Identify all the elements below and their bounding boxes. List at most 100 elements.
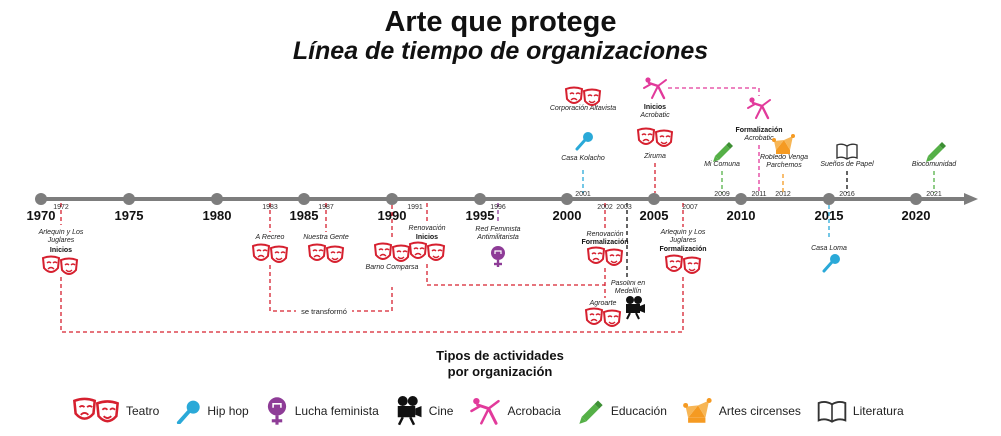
legend-label: Hip hop bbox=[207, 404, 249, 418]
event-year: 1987 bbox=[318, 204, 334, 211]
event-2003-pasolini: 2003 Pasolini en Medellín bbox=[610, 203, 646, 320]
legend-item-lucha-feminista: Lucha feminista bbox=[265, 396, 379, 426]
event-1996-red-feminista: 1996 Red Feminista Antimilitarista bbox=[475, 203, 521, 269]
legend-label: Teatro bbox=[126, 404, 160, 418]
event-2021-biocomunidad: Biocomunidad 2021 bbox=[912, 142, 957, 198]
legend-label: Artes circenses bbox=[718, 404, 801, 418]
event-1972-arlequin: 1972 Arlequín y Los Juglares Inicios bbox=[38, 203, 84, 275]
crayon-icon bbox=[926, 142, 946, 162]
event-name: Biocomunidad bbox=[912, 161, 957, 168]
event-2012-robledo: Robledo Venga Parchemos 2012 bbox=[759, 134, 808, 198]
acrobat-icon bbox=[746, 96, 772, 120]
microphone-icon bbox=[575, 130, 595, 151]
event-name: Acrobatic bbox=[743, 135, 774, 142]
event-2015-casa-loma: Casa Loma bbox=[811, 205, 847, 273]
event-name: Casa Loma bbox=[811, 245, 847, 252]
event-year: 2009 bbox=[714, 191, 730, 198]
event-year: 1983 bbox=[262, 204, 278, 211]
event-year: 1972 bbox=[53, 204, 69, 211]
event-2016-suenos-de-papel: Sueños de Papel 2016 bbox=[820, 143, 874, 198]
event-name: Ziruma bbox=[643, 153, 666, 160]
theater-masks-icon bbox=[308, 243, 344, 263]
event-year: 2002 bbox=[597, 204, 613, 211]
theater-masks-icon bbox=[637, 127, 673, 147]
microphone-icon bbox=[177, 398, 202, 424]
legend-label: Acrobacia bbox=[507, 404, 561, 418]
arlequin-connector bbox=[60, 277, 684, 333]
theater-masks-icon bbox=[42, 255, 78, 275]
event-name: Casa Kolacho bbox=[561, 155, 605, 162]
event-stage: Formalización bbox=[581, 239, 628, 246]
crayon-icon bbox=[713, 142, 733, 162]
event-name: Barrio Comparsa bbox=[365, 264, 419, 271]
legend-item-literatura: Literatura bbox=[817, 399, 904, 423]
event-year: 2012 bbox=[775, 191, 791, 198]
event-year: 2016 bbox=[839, 191, 855, 198]
legend-title: Tipos de actividades por organización bbox=[380, 348, 620, 380]
event-name: A Recreo bbox=[255, 234, 285, 241]
axis-year-2010: 2010 bbox=[727, 208, 756, 223]
event-stage: Inicios bbox=[50, 247, 72, 254]
theater-masks-icon bbox=[587, 246, 623, 266]
event-name: Agroarte bbox=[589, 300, 617, 307]
event-name: Pasolini en Medellín bbox=[610, 280, 646, 295]
axis-year-1980: 1980 bbox=[203, 208, 232, 223]
event-2011-acrobatic: Formalización Acrobatic 2011 bbox=[735, 96, 783, 198]
legend-label: Literatura bbox=[852, 404, 904, 418]
page-subtitle: Línea de tiempo de organizaciones bbox=[292, 37, 709, 65]
legend-item-artes-circenses: Artes circenses bbox=[683, 398, 801, 424]
event-2002-agroarte: Agroarte bbox=[585, 300, 621, 327]
acrobat-icon bbox=[642, 76, 668, 100]
event-1983-a-recreo: 1983 A Recreo bbox=[252, 203, 288, 263]
open-book-icon bbox=[836, 143, 858, 160]
axis-year-2005: 2005 bbox=[640, 208, 669, 223]
legend-item-acrobacia: Acrobacia bbox=[469, 396, 561, 426]
theater-masks-icon bbox=[585, 307, 621, 327]
acrobatic-connector bbox=[668, 87, 760, 96]
theater-masks-icon bbox=[374, 242, 410, 262]
axis-arrow-icon bbox=[964, 193, 978, 205]
event-year: 2021 bbox=[926, 191, 942, 198]
crayon-icon bbox=[579, 400, 603, 424]
event-name: Nuestra Gente bbox=[303, 234, 349, 241]
legend-item-hip-hop: Hip hop bbox=[175, 398, 249, 424]
transform-connector: se transformó bbox=[269, 265, 393, 316]
open-book-icon bbox=[817, 400, 847, 423]
axis-year-2000: 2000 bbox=[553, 208, 582, 223]
event-name: Sueños de Papel bbox=[820, 161, 874, 168]
axis-year-1975: 1975 bbox=[115, 208, 144, 223]
event-year: 2011 bbox=[751, 191, 766, 198]
event-name: Robledo Venga Parchemos bbox=[759, 154, 808, 169]
event-name: Renovación bbox=[587, 231, 624, 238]
legend-label: Cine bbox=[428, 404, 454, 418]
event-2007-arlequin: 2007 Arlequín y Los Juglares Formalizaci… bbox=[659, 203, 707, 274]
event-name: Arlequín y Los Juglares bbox=[38, 229, 84, 244]
event-2005-acrobatic: Inicios Acrobatic bbox=[639, 76, 670, 119]
timeline-axis bbox=[40, 193, 978, 205]
theater-masks-icon bbox=[665, 254, 701, 274]
theater-masks-icon bbox=[252, 243, 288, 263]
event-1987-nuestra-gente: 1987 Nuestra Gente bbox=[303, 203, 349, 263]
acrobat-icon bbox=[470, 396, 501, 425]
jester-hat-icon bbox=[683, 398, 712, 423]
legend-label: Lucha feminista bbox=[294, 404, 379, 418]
event-name: Acrobatic bbox=[639, 112, 670, 119]
axis-year-1995: 1995 bbox=[466, 208, 495, 223]
event-year: 1996 bbox=[490, 204, 506, 211]
film-camera-icon bbox=[396, 396, 423, 426]
event-year: 1991 bbox=[407, 204, 423, 211]
legend-item-educacion: Educación bbox=[577, 397, 667, 425]
event-1991-renovacion: 1991 Renovación Inicios bbox=[407, 203, 446, 261]
legend-label: Educación bbox=[610, 404, 667, 418]
event-2005-ziruma: Ziruma bbox=[637, 127, 673, 193]
legend-title-line2: por organización bbox=[447, 364, 553, 379]
event-stage: Inicios bbox=[644, 104, 666, 111]
event-stage: Formalización bbox=[659, 246, 706, 253]
axis-year-1970: 1970 bbox=[27, 208, 56, 223]
legend-item-teatro: Teatro bbox=[72, 397, 159, 425]
film-camera-icon bbox=[625, 295, 646, 320]
event-name: Arlequín y Los Juglares bbox=[660, 229, 706, 244]
legend-item-cine: Cine bbox=[395, 396, 454, 426]
axis-year-1985: 1985 bbox=[290, 208, 319, 223]
event-2009-mi-comuna: Mi Comuna 2009 bbox=[704, 142, 740, 198]
